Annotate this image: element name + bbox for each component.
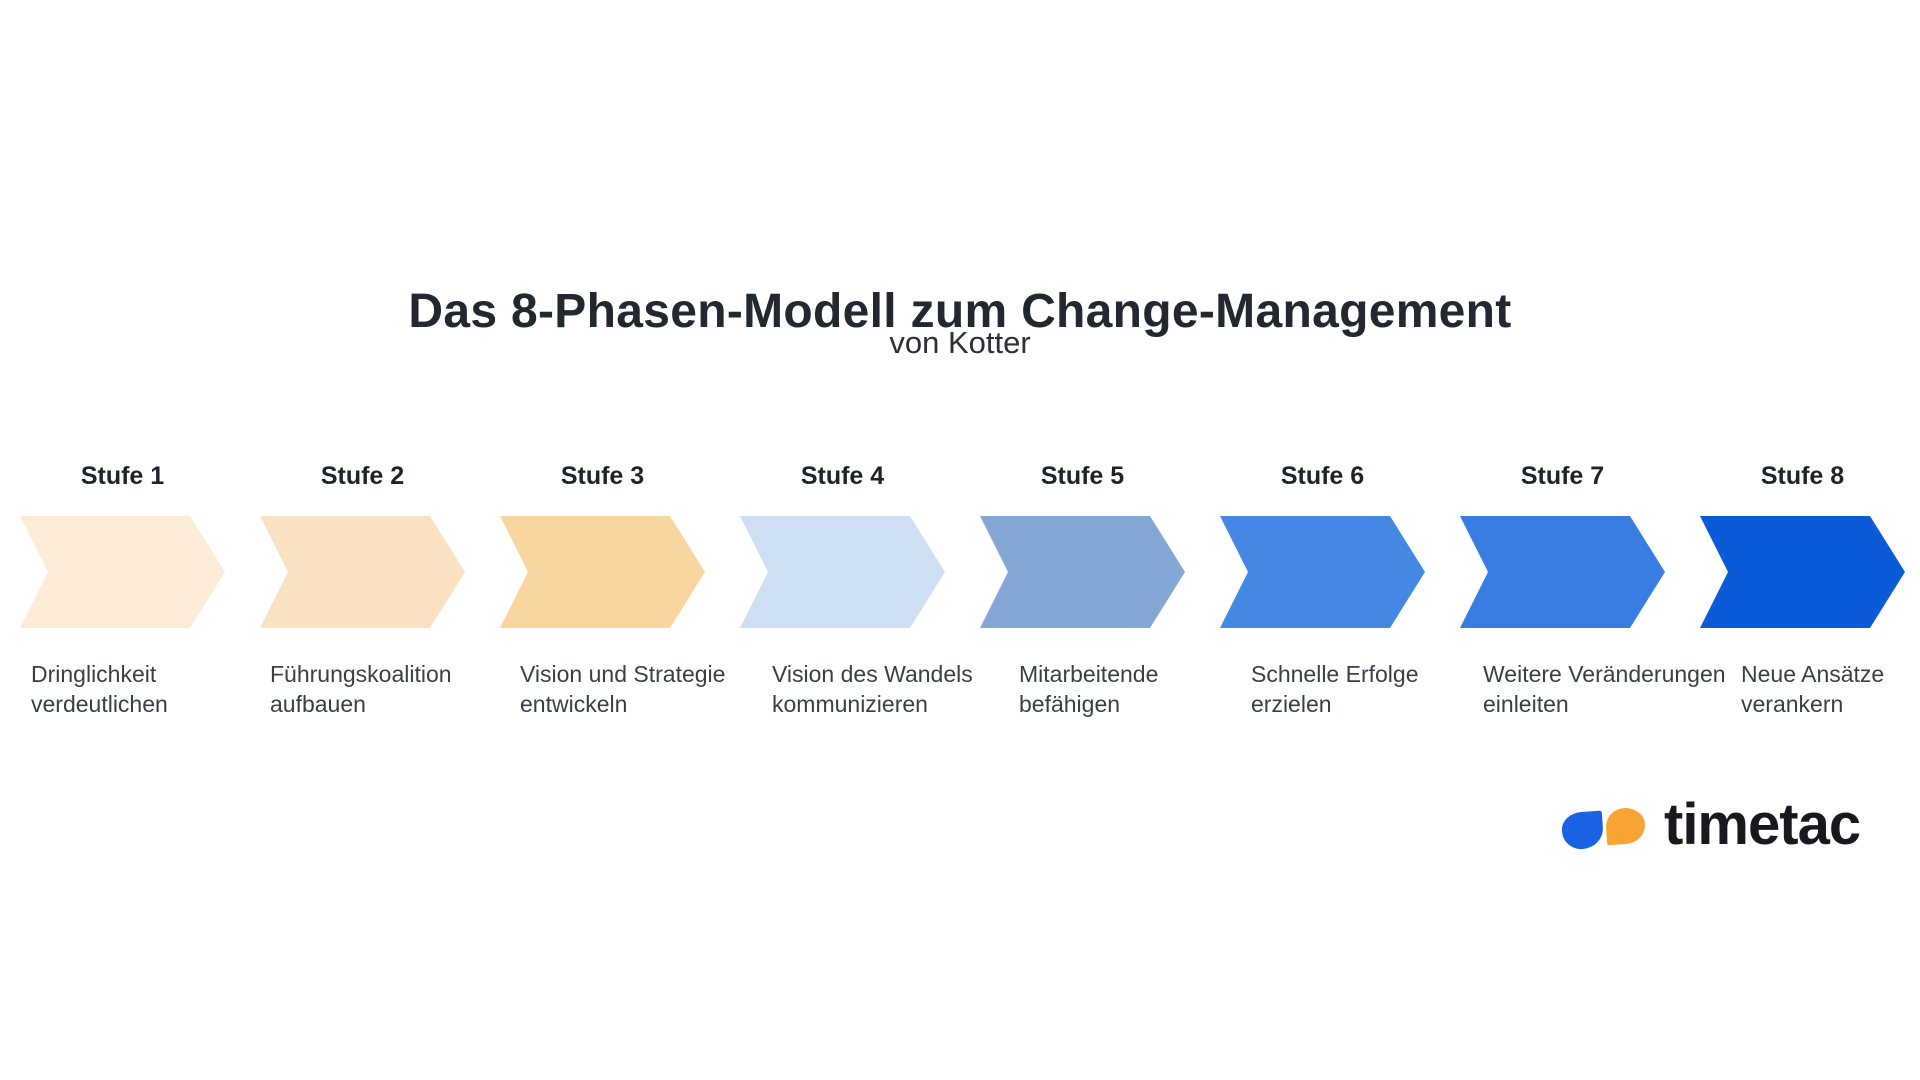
stage-5-description: Mitarbeitende befähigen xyxy=(1019,659,1158,719)
stage-2-chevron-arrow-icon xyxy=(260,516,465,628)
stage-1: Stufe 1 Dringlichkeit verdeutlichen xyxy=(0,0,240,760)
stage-7: Stufe 7 Weitere Veränderungen einleiten xyxy=(1440,0,1726,760)
description-line: erzielen xyxy=(1251,691,1332,717)
description-line: entwickeln xyxy=(520,691,628,717)
stage-3-description: Vision und Strategie entwickeln xyxy=(520,659,725,719)
logo-blue-leaf-icon xyxy=(1560,810,1605,851)
stage-1-label: Stufe 1 xyxy=(80,462,165,490)
page-title: Das 8-Phasen-Modell zum Change-Managemen… xyxy=(408,285,1512,339)
page-subtitle: von Kotter xyxy=(889,325,1031,360)
chevron-shape xyxy=(1700,516,1905,628)
description-line: Neue Ansätze xyxy=(1741,661,1885,687)
stage-6-label: Stufe 6 xyxy=(1280,462,1365,490)
chevron-shape xyxy=(1220,516,1425,628)
stage-5-chevron-arrow-icon xyxy=(980,516,1185,628)
stage-8-label: Stufe 8 xyxy=(1760,462,1845,490)
stage-4: Stufe 4 Vision des Wandels kommunizieren xyxy=(720,0,973,760)
description-line: kommunizieren xyxy=(772,691,928,717)
description-line: Schnelle Erfolge xyxy=(1251,661,1419,687)
description-line: Mitarbeitende xyxy=(1019,661,1159,687)
stage-4-description: Vision des Wandels kommunizieren xyxy=(772,659,973,719)
stage-1-description: Dringlichkeit verdeutlichen xyxy=(31,659,168,719)
stage-7-description: Weitere Veränderungen einleiten xyxy=(1483,659,1726,719)
description-line: einleiten xyxy=(1483,691,1569,717)
stage-3-label: Stufe 3 xyxy=(560,462,645,490)
stage-5: Stufe 5 Mitarbeitende befähigen xyxy=(960,0,1200,760)
stage-8: Stufe 8 Neue Ansätze verankern xyxy=(1680,0,1920,760)
description-line: verdeutlichen xyxy=(31,691,168,717)
chevron-shape xyxy=(500,516,705,628)
chevron-shape xyxy=(980,516,1185,628)
stage-5-label: Stufe 5 xyxy=(1040,462,1125,490)
stage-7-label: Stufe 7 xyxy=(1520,462,1605,490)
stage-6-description: Schnelle Erfolge erzielen xyxy=(1251,659,1419,719)
stage-8-description: Neue Ansätze verankern xyxy=(1741,659,1884,719)
description-line: befähigen xyxy=(1019,691,1121,717)
chevron-shape xyxy=(260,516,465,628)
stage-2-description: Führungskoalition aufbauen xyxy=(270,659,452,719)
description-line: Vision des Wandels xyxy=(772,661,973,687)
stage-2-label: Stufe 2 xyxy=(320,462,405,490)
stage-7-chevron-arrow-icon xyxy=(1460,516,1665,628)
description-line: verankern xyxy=(1741,691,1844,717)
chevron-shape xyxy=(1460,516,1665,628)
stage-6-chevron-arrow-icon xyxy=(1220,516,1425,628)
stage-3-chevron-arrow-icon xyxy=(500,516,705,628)
stage-8-chevron-arrow-icon xyxy=(1700,516,1905,628)
timetac-logo: timetac xyxy=(1560,794,1907,864)
chevron-shape xyxy=(20,516,225,628)
chevron-shape xyxy=(740,516,945,628)
logo-wordmark: timetac xyxy=(1664,792,1861,857)
stage-6: Stufe 6 Schnelle Erfolge erzielen xyxy=(1200,0,1440,760)
description-line: Dringlichkeit xyxy=(31,661,157,687)
description-line: Weitere Veränderungen xyxy=(1483,661,1726,687)
logo-orange-leaf-icon xyxy=(1604,806,1647,846)
description-line: Vision und Strategie xyxy=(520,661,726,687)
stages-row: Stufe 1 Dringlichkeit verdeutlichen Stuf… xyxy=(0,0,1920,760)
description-line: aufbauen xyxy=(270,691,366,717)
stage-3: Stufe 3 Vision und Strategie entwickeln xyxy=(480,0,725,760)
stage-1-chevron-arrow-icon xyxy=(20,516,225,628)
stage-2: Stufe 2 Führungskoalition aufbauen xyxy=(240,0,480,760)
stage-4-label: Stufe 4 xyxy=(800,462,885,490)
stage-4-chevron-arrow-icon xyxy=(740,516,945,628)
description-line: Führungskoalition xyxy=(270,661,452,687)
